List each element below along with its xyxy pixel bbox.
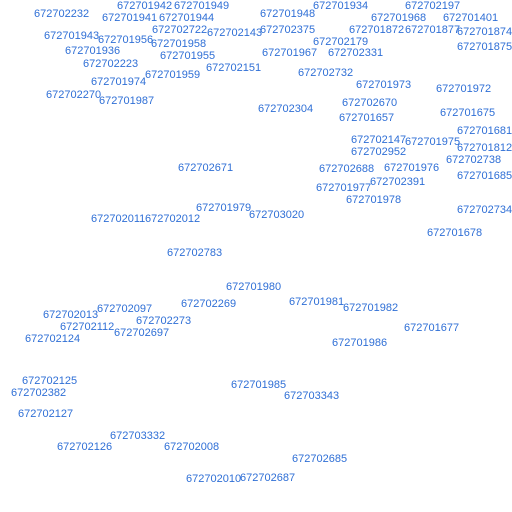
map-point-label[interactable]: 672701975 bbox=[405, 136, 461, 148]
map-point-label[interactable]: 672701982 bbox=[343, 302, 399, 314]
map-point-label[interactable]: 672702734 bbox=[457, 204, 512, 216]
map-point-label[interactable]: 672702124 bbox=[25, 333, 81, 345]
map-point-label[interactable]: 672701987 bbox=[99, 95, 155, 107]
map-point-label[interactable]: 672702012 bbox=[145, 213, 201, 225]
map-point-label[interactable]: 672701877 bbox=[405, 24, 461, 36]
map-point-label[interactable]: 672701959 bbox=[145, 69, 201, 81]
map-point-label[interactable]: 672701979 bbox=[196, 202, 252, 214]
map-point-label[interactable]: 672701974 bbox=[91, 76, 147, 88]
map-point-label[interactable]: 672701955 bbox=[160, 50, 216, 62]
map-point-label[interactable]: 672702952 bbox=[351, 146, 407, 158]
map-point-label[interactable]: 672701685 bbox=[457, 170, 512, 182]
map-point-label[interactable]: 672701681 bbox=[457, 125, 512, 137]
map-point-label[interactable]: 672702687 bbox=[240, 472, 296, 484]
map-point-label[interactable]: 672702143 bbox=[207, 27, 263, 39]
map-point-label[interactable]: 672702783 bbox=[167, 247, 223, 259]
map-point-label[interactable]: 672701941 bbox=[102, 12, 158, 24]
map-point-label[interactable]: 672701978 bbox=[346, 194, 402, 206]
map-point-label[interactable]: 672701657 bbox=[339, 112, 395, 124]
map-point-label[interactable]: 672702151 bbox=[206, 62, 262, 74]
map-point-label[interactable]: 672702269 bbox=[181, 298, 237, 310]
map-point-label[interactable]: 672701968 bbox=[371, 12, 427, 24]
map-point-label[interactable]: 672701985 bbox=[231, 379, 287, 391]
map-point-label[interactable]: 672702147 bbox=[351, 134, 407, 146]
map-point-label[interactable]: 672701976 bbox=[384, 162, 440, 174]
map-point-label[interactable]: 672702197 bbox=[405, 0, 461, 12]
map-point-label[interactable]: 672702331 bbox=[328, 47, 384, 59]
map-point-label[interactable]: 672702732 bbox=[298, 67, 354, 79]
map-point-label[interactable]: 672702670 bbox=[342, 97, 398, 109]
map-point-label[interactable]: 672701949 bbox=[174, 0, 230, 12]
map-point-label[interactable]: 672703343 bbox=[284, 390, 340, 402]
map-point-label[interactable]: 672702688 bbox=[319, 163, 375, 175]
map-point-label[interactable]: 672701977 bbox=[316, 182, 372, 194]
map-point-label[interactable]: 672701812 bbox=[457, 142, 512, 154]
map-point-label[interactable]: 672703332 bbox=[110, 430, 166, 442]
map-point-label[interactable]: 672702126 bbox=[57, 441, 113, 453]
map-point-label[interactable]: 672702008 bbox=[164, 441, 220, 453]
map-point-label[interactable]: 672701942 bbox=[117, 0, 173, 12]
map-point-label[interactable]: 672701958 bbox=[151, 38, 207, 50]
map-point-label[interactable]: 672702685 bbox=[292, 453, 348, 465]
map-point-label[interactable]: 672701981 bbox=[289, 296, 345, 308]
map-point-label[interactable]: 672701875 bbox=[457, 41, 512, 53]
map-point-label[interactable]: 672702697 bbox=[114, 327, 170, 339]
map-point-label[interactable]: 672701944 bbox=[159, 12, 215, 24]
map-point-label[interactable]: 672702125 bbox=[22, 375, 78, 387]
map-point-label[interactable]: 672702127 bbox=[18, 408, 74, 420]
map-point-label[interactable]: 672702304 bbox=[258, 103, 314, 115]
map-point-label[interactable]: 672702273 bbox=[136, 315, 192, 327]
map-point-label[interactable]: 672702375 bbox=[260, 24, 316, 36]
map-point-label[interactable]: 672702013 bbox=[43, 309, 99, 321]
map-point-label[interactable]: 672701948 bbox=[260, 8, 316, 20]
map-point-label[interactable]: 672702232 bbox=[34, 8, 90, 20]
map-point-label[interactable]: 672701967 bbox=[262, 47, 318, 59]
map-point-label[interactable]: 672702011 bbox=[91, 213, 146, 225]
map-point-label[interactable]: 672702010 bbox=[186, 473, 242, 485]
map-point-label[interactable]: 672701677 bbox=[404, 322, 460, 334]
map-point-label[interactable]: 672701872 bbox=[349, 24, 405, 36]
map-point-label[interactable]: 672701980 bbox=[226, 281, 282, 293]
map-point-label[interactable]: 672701401 bbox=[443, 12, 499, 24]
map-point-label[interactable]: 672702223 bbox=[83, 58, 139, 70]
map-point-label[interactable]: 672701972 bbox=[436, 83, 492, 95]
map-point-label[interactable]: 672702722 bbox=[152, 24, 208, 36]
map-point-label[interactable]: 672701874 bbox=[457, 26, 512, 38]
map-point-label[interactable]: 672702671 bbox=[178, 162, 234, 174]
map-point-label[interactable]: 672702097 bbox=[97, 303, 153, 315]
map-point-label[interactable]: 672701973 bbox=[356, 79, 412, 91]
map-point-label[interactable]: 672702738 bbox=[446, 154, 502, 166]
map-point-label[interactable]: 672702112 bbox=[60, 321, 115, 333]
map-point-label[interactable]: 672701943 bbox=[44, 30, 100, 42]
map-point-label[interactable]: 672702382 bbox=[11, 387, 67, 399]
map-point-label[interactable]: 672701936 bbox=[65, 45, 121, 57]
map-point-label[interactable]: 672703020 bbox=[249, 209, 305, 221]
map-point-label[interactable]: 672702179 bbox=[313, 36, 369, 48]
map-point-label[interactable]: 672702270 bbox=[46, 89, 102, 101]
map-point-label[interactable]: 672701986 bbox=[332, 337, 388, 349]
map-point-label[interactable]: 672701675 bbox=[440, 107, 496, 119]
map-point-label[interactable]: 672702391 bbox=[370, 176, 426, 188]
map-point-label[interactable]: 672701934 bbox=[313, 0, 369, 12]
map-point-label[interactable]: 672701678 bbox=[427, 227, 483, 239]
map-point-label[interactable]: 672701956 bbox=[98, 34, 154, 46]
